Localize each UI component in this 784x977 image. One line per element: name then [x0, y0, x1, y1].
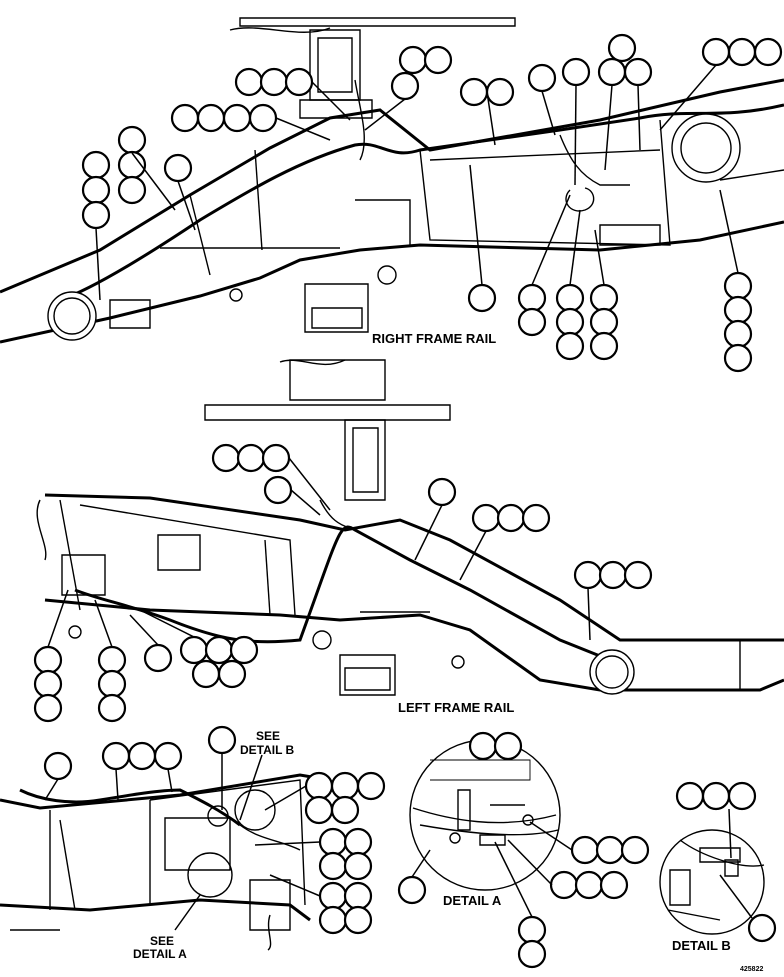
see-detail-b-line2: DETAIL B [240, 743, 295, 757]
figure-number: 425822 [740, 966, 763, 973]
panel-callouts [43, 725, 386, 935]
detail-a-callouts [397, 731, 650, 969]
detail-a-label: DETAIL A [443, 893, 502, 908]
see-detail-a-line2: DETAIL A [133, 947, 187, 961]
detail-b-callouts [675, 781, 777, 943]
detail-b-label: DETAIL B [672, 938, 731, 953]
left-frame-rail-label: LEFT FRAME RAIL [398, 700, 514, 715]
see-detail-a-line1: SEE [150, 934, 174, 948]
right-rail-callouts [81, 33, 783, 373]
detail-b-view [659, 829, 765, 935]
right-frame-rail-label: RIGHT FRAME RAIL [372, 331, 496, 346]
left-frame-rail-view [36, 359, 784, 696]
right-frame-rail-view [0, 17, 784, 344]
see-detail-b-line1: SEE [256, 729, 280, 743]
detail-a-view [409, 739, 561, 891]
left-rail-callouts [33, 443, 653, 723]
panel-view [0, 773, 331, 951]
